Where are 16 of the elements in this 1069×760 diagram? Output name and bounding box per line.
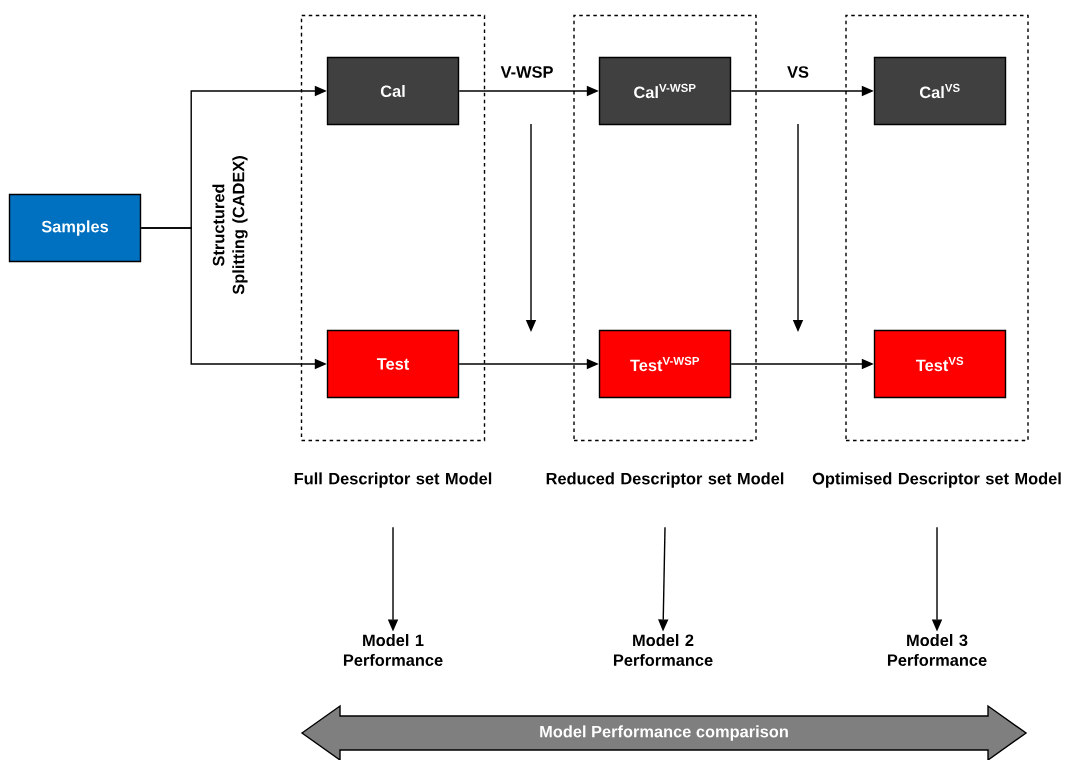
result-text: Model 2 Performance (613, 634, 713, 666)
process-box: Cal (326, 56, 460, 126)
result-text: Model 1 Performance (343, 634, 443, 666)
process-box: Samples (8, 193, 142, 263)
process-box: Test (326, 329, 460, 399)
edge-label: Structured Splitting (CADEX) (212, 156, 248, 295)
group-heading: Optimised Descriptor set Model (812, 472, 1061, 488)
process-box: Test$^{V-WSP}$ (598, 329, 732, 399)
process-box: Cal$^{VS}$ (873, 56, 1007, 126)
group-heading: Full Descriptor set Model (294, 472, 492, 488)
result-text: Model 3 Performance (888, 634, 987, 666)
edge-label: V-WSP (500, 66, 553, 78)
process-box: Test$^{VS}$ (873, 329, 1007, 399)
process-box: Cal$^{V-WSP}$ (598, 56, 732, 126)
group-heading: Reduced Descriptor set Model (546, 472, 784, 488)
edge-label: VS (787, 66, 809, 78)
